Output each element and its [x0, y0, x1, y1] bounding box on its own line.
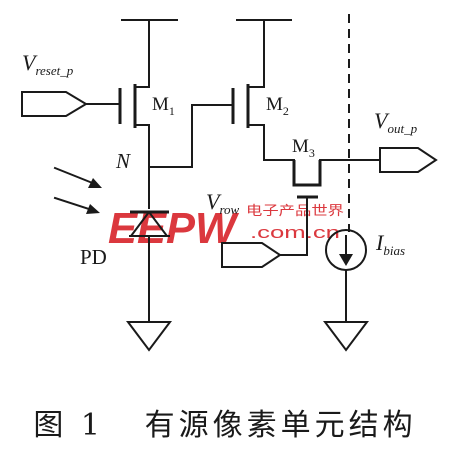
label-v-out: Vout_p [374, 108, 418, 136]
current-source-ibias [323, 229, 369, 352]
light-arrow-lower [53, 196, 94, 212]
node-n-wiring [148, 104, 233, 209]
transistor-m1 [85, 19, 178, 128]
label-node-n: N [115, 149, 131, 173]
watermark-tagline: 电子产品世界 [246, 203, 344, 218]
label-pd: PD [80, 245, 107, 269]
photodiode-pd [126, 210, 172, 352]
light-arrow-lower-head [86, 204, 100, 214]
pd-ground-symbol [126, 321, 172, 352]
light-arrow-upper [53, 166, 97, 186]
figure-caption: 图 1 有源像素单元结构 [0, 400, 450, 444]
label-m3: M3 [292, 136, 315, 160]
vreset-input-pad [21, 91, 88, 117]
vout-output-pad [379, 147, 438, 173]
watermark-domain: .com.cn [250, 223, 340, 242]
caption-figure-number: 图 1 [33, 408, 104, 443]
transistor-m3 [263, 159, 381, 256]
caption-title: 有源像素单元结构 [144, 408, 417, 443]
ibias-arrow-head [339, 254, 353, 266]
transistor-m2 [231, 19, 292, 161]
m3-channel [292, 160, 322, 187]
watermark: EEPW 电子产品世界 .com.cn [108, 203, 344, 253]
watermark-logo: EEPW [108, 204, 239, 253]
incident-light-arrows [53, 166, 102, 214]
label-v-reset: Vreset_p [22, 50, 74, 78]
circuit-labels: Vreset_p M1 M2 M3 Vout_p N PD Vrow Ibias [22, 50, 418, 269]
label-i-bias: Ibias [375, 230, 405, 258]
label-m1: M1 [152, 94, 175, 118]
label-m2: M2 [266, 94, 289, 118]
vrow-input-pad [221, 242, 282, 268]
ibias-ground-symbol [323, 321, 369, 352]
light-arrow-upper-head [88, 178, 102, 188]
label-v-row: Vrow [206, 189, 240, 217]
